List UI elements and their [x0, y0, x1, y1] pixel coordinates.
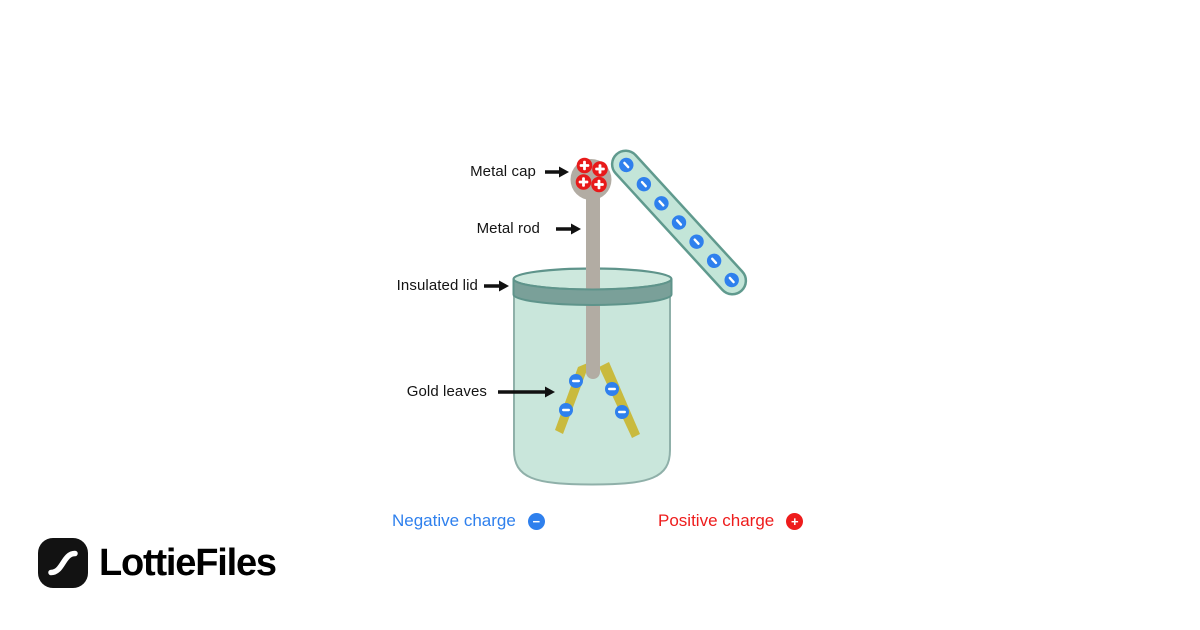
- minus-icon: [559, 403, 573, 417]
- metal-rod-upper: [586, 186, 600, 298]
- legend-positive-charge: Positive charge +: [658, 511, 804, 531]
- minus-icon: [619, 157, 634, 173]
- label-arrows: [484, 166, 581, 398]
- minus-icon: [689, 234, 704, 249]
- legend-positive-label: Positive charge: [658, 511, 775, 530]
- glass-jar: [513, 291, 671, 486]
- label-gold-leaves: Gold leaves: [406, 383, 487, 400]
- arrow-metal-cap: [545, 166, 569, 178]
- cap-positive-charges: [575, 157, 608, 193]
- charged-rod: [610, 149, 748, 296]
- minus-icon: [615, 405, 629, 419]
- minus-icon: [654, 196, 669, 211]
- legend-negative-charge: Negative charge −: [392, 511, 545, 531]
- plus-icon: [591, 176, 607, 193]
- minus-icon: [605, 382, 619, 396]
- lottiefiles-logo-icon: [38, 538, 88, 588]
- minus-icon: [671, 215, 687, 230]
- leaf-negative-charges: [559, 374, 629, 419]
- plus-icon: [576, 157, 593, 174]
- legend-negative-label: Negative charge: [392, 511, 516, 530]
- plus-icon: [575, 174, 592, 190]
- minus-icon: −: [527, 512, 545, 530]
- arrow-metal-rod: [556, 223, 581, 235]
- plus-icon: [592, 161, 608, 177]
- lottiefiles-logo: LottieFiles: [38, 538, 277, 588]
- minus-icon: [636, 176, 652, 192]
- label-metal-rod: Metal rod: [476, 220, 540, 237]
- arrow-insulated-lid: [484, 280, 509, 292]
- insulated-lid-rim: [512, 278, 673, 306]
- lottiefiles-logo-text: LottieFiles: [99, 542, 277, 584]
- minus-icon: [724, 272, 739, 288]
- plus-icon: +: [786, 512, 804, 530]
- label-insulated-lid: Insulated lid: [396, 277, 478, 294]
- minus-icon: [706, 253, 722, 269]
- metal-rod-lower: [586, 285, 600, 379]
- gold-leaf-right: [599, 362, 640, 438]
- label-metal-cap: Metal cap: [470, 163, 536, 180]
- arrow-gold-leaves: [498, 386, 555, 398]
- minus-icon: [569, 374, 583, 388]
